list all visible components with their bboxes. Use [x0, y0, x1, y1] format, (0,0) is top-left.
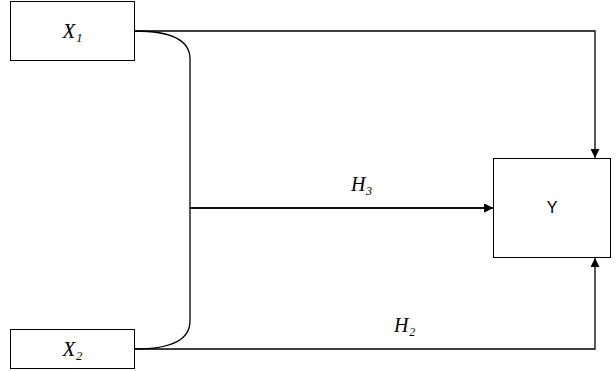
path-label: H₃	[349, 173, 374, 196]
variable-box: X₁	[10, 1, 135, 61]
arrow-connector	[135, 31, 595, 158]
node-label: X₁	[62, 19, 82, 44]
arrow-connector	[135, 208, 493, 349]
node-label: Y	[547, 199, 558, 217]
path-label: H₂	[392, 314, 417, 337]
variable-box: X₂	[10, 329, 135, 369]
node-label: X₂	[62, 337, 82, 362]
arrow-connector	[135, 258, 595, 349]
output-box: Y	[493, 158, 611, 258]
arrow-connector	[135, 31, 493, 208]
